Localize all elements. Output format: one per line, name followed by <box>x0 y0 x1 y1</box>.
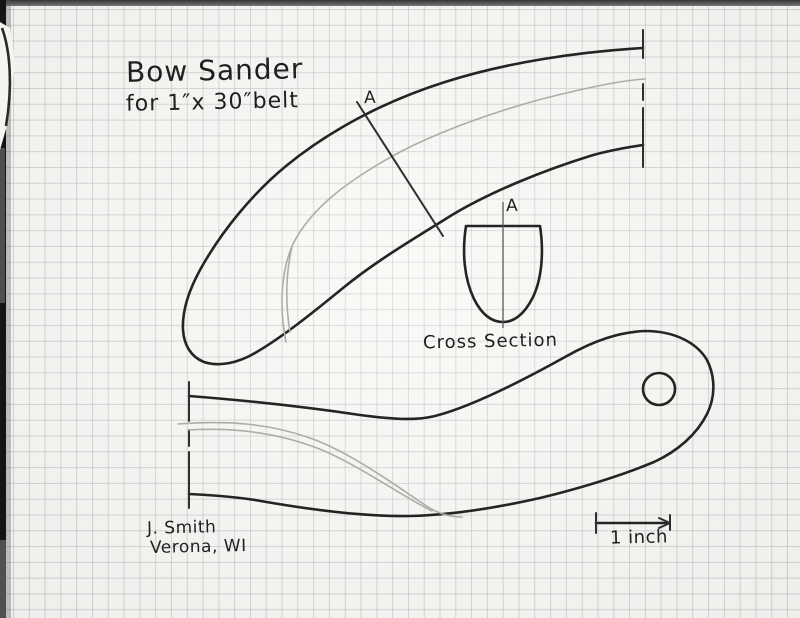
scan-edge-left-shade <box>6 0 11 618</box>
drawing-subtitle: for 1″x 30″belt <box>125 88 300 117</box>
scan-edge-left-texture <box>0 540 6 618</box>
cross-section-marker-label: A <box>505 195 518 217</box>
page-curl-notch <box>0 22 15 150</box>
cross-section-caption: Cross Section <box>422 329 559 354</box>
pencil-construction-line <box>286 246 293 333</box>
pencil-construction-line <box>177 421 463 518</box>
scan-edge-top <box>0 0 800 6</box>
signature-name: J. Smith <box>146 517 217 539</box>
signature-location: Verona, WI <box>149 535 247 559</box>
drawing-title: Bow Sander <box>125 52 304 89</box>
pencil-construction-line <box>188 428 433 512</box>
section-marker-label: A <box>363 87 376 109</box>
scale-bar <box>594 512 671 534</box>
scan-edge-left-texture <box>0 148 5 303</box>
page-curl-mark <box>0 27 12 127</box>
mounting-hole <box>641 371 677 407</box>
section-line-A <box>356 101 444 237</box>
pencil-construction-line <box>281 78 646 343</box>
lower-arm-outline <box>187 329 715 518</box>
scan-edge-left <box>0 0 6 618</box>
scale-bar-label: 1 inch <box>609 526 669 549</box>
upper-arm-outline <box>181 46 645 366</box>
